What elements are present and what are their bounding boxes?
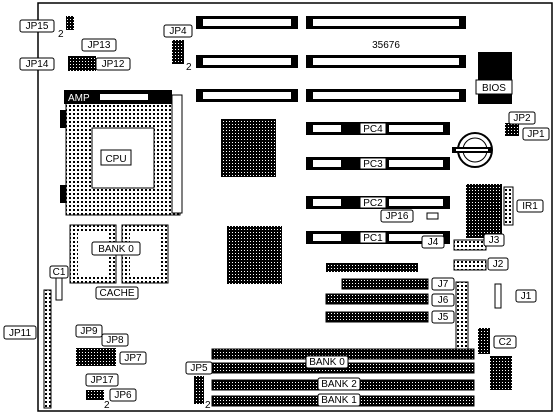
jp6-pin: 2 [104,400,110,411]
jp11-label: JP11 [9,328,31,339]
jp14-label: JP14 [26,59,49,70]
j5-label: J5 [438,312,449,323]
pc2-label: PC2 [363,198,383,209]
j2-label: J2 [493,259,504,270]
bios-label: BIOS [482,83,506,94]
pc1-label: PC1 [363,233,383,244]
power-connector [455,281,469,359]
j3-label: J3 [489,235,500,246]
jp15-pin: 2 [58,29,64,40]
j4-header [326,263,418,272]
pc3-tag [359,157,387,170]
pc4-tag [359,122,387,135]
simm-bank1-label: BANK 1 [321,395,357,406]
cpu-label: CPU [105,154,126,165]
pc3-label: PC3 [363,159,383,170]
j6-label: J6 [438,295,449,306]
pc2-tag [359,196,387,209]
jp6-label: JP6 [114,390,132,401]
jp13-label: JP13 [88,40,111,51]
jp9-label: JP9 [80,326,98,337]
jp8-label: JP8 [106,335,124,346]
jp5-pin: 2 [205,400,211,411]
drive-headers [325,278,429,323]
jp11-header [43,289,52,409]
isa-slots [196,16,466,102]
jp7-jumpers [76,348,116,366]
jp2-label: JP2 [513,113,531,124]
simm-bank2-label: BANK 2 [321,379,357,390]
chipset-2 [227,226,282,284]
c1-label: C1 [53,267,66,278]
jp16-label: JP16 [386,211,409,222]
jp4-label: JP4 [169,26,187,37]
cache-label: CACHE [99,288,134,299]
board-number: 35676 [372,40,400,51]
simm-bank0-label: BANK 0 [309,357,345,368]
jp17-label: JP17 [91,375,114,386]
amp-label: AMP [68,93,90,104]
ir1-header [503,186,514,226]
cache-chips: BANK 0 CACHE [69,224,169,300]
battery [452,132,493,168]
pc4-label: PC4 [363,124,383,135]
chipset-1 [221,119,276,177]
j1-label: J1 [521,291,532,302]
bios-chip: BIOS [475,52,513,104]
jp7-label: JP7 [124,353,142,364]
io-chip [466,184,502,238]
ir1-label: IR1 [522,201,538,212]
j4-label: J4 [428,237,439,248]
jp5-label: JP5 [190,363,208,374]
j7-label: J7 [438,279,449,290]
c2-label: C2 [499,337,512,348]
jp15-label: JP15 [26,21,49,32]
jp1-label: JP1 [527,129,545,140]
cache-bank0-label: BANK 0 [98,244,134,255]
jp12-label: JP12 [102,59,125,70]
jp4-pin: 2 [186,62,192,73]
pc1-tag [359,231,387,244]
keyboard-connector [490,356,512,390]
cpu-socket: CPU AMP [60,90,183,216]
